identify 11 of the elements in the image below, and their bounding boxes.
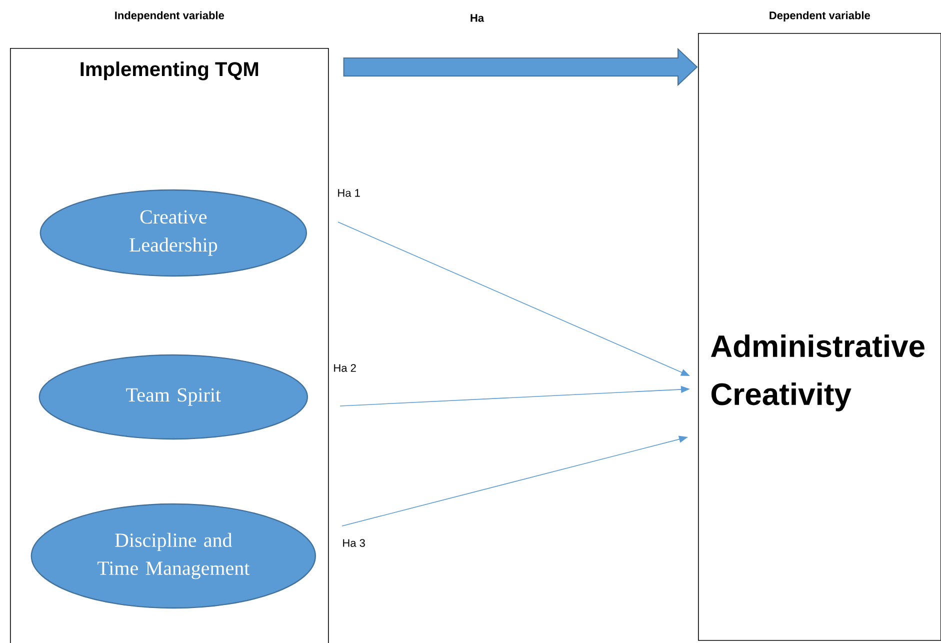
ellipse-node: Creative Leadership <box>40 189 307 277</box>
edge-label: Ha 1 <box>338 189 360 197</box>
node-label: Dependent variable <box>770 11 870 22</box>
variable-box: Dependent variable Administrative Creativity <box>698 11 941 641</box>
node-label: Independent variable <box>115 11 224 22</box>
ellipse-node: Discipline and Time Management <box>30 503 316 609</box>
block-arrow <box>343 48 698 86</box>
ellipse-node: Team Spirit <box>38 354 308 440</box>
edge-label: Ha 2 <box>334 364 356 372</box>
edge-label: Ha 3 <box>343 539 365 547</box>
hypothesis-label: Ha <box>470 14 484 22</box>
